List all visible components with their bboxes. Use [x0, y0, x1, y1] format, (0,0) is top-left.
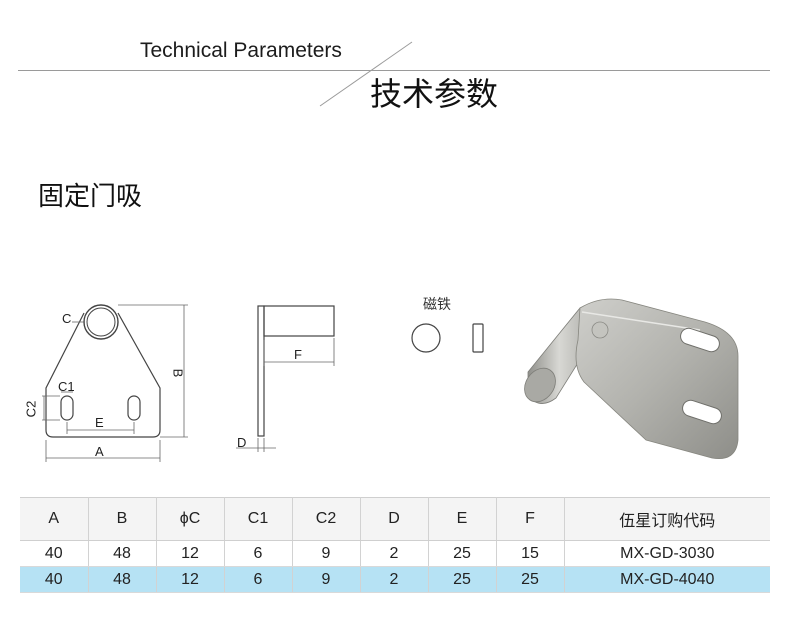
col-header-phi-c: ϕC [155, 497, 225, 541]
table-row-highlighted: 40 48 12 6 9 2 25 25 MX-GD-4040 [20, 566, 770, 593]
table-row: 40 48 12 6 9 2 25 15 MX-GD-3030 [20, 540, 770, 567]
photo-logo-mark [591, 321, 609, 339]
dim-label-e: E [95, 415, 104, 430]
header-title-en: Technical Parameters [140, 39, 342, 62]
magnet-disc [411, 323, 441, 353]
dim-label-d: D [237, 435, 247, 450]
col-header-e: E [427, 497, 497, 541]
table-cell: 6 [223, 540, 293, 567]
table-cell: 9 [291, 540, 361, 567]
table-cell: 25 [427, 540, 497, 567]
col-header-c2: C2 [291, 497, 361, 541]
table-cell-order-code: MX-GD-4040 [563, 566, 770, 593]
table-cell: 2 [359, 540, 429, 567]
table-cell: 2 [359, 566, 429, 593]
photo-slot-upper [680, 327, 720, 353]
spec-table: A B ϕC C1 C2 D E F 伍星订购代码 40 48 12 6 9 2… [20, 497, 770, 593]
dim-label-a: A [95, 444, 104, 459]
magnet-side [472, 323, 484, 353]
col-header-d: D [359, 497, 429, 541]
header-title-cn: 技术参数 [370, 75, 499, 113]
side-view-plate [257, 305, 265, 437]
table-cell: 12 [155, 566, 225, 593]
front-view-slot-left [60, 395, 74, 421]
col-header-f: F [495, 497, 565, 541]
front-view-slot-right [127, 395, 141, 421]
front-view-ring-inner [86, 307, 116, 337]
col-header-c1: C1 [223, 497, 293, 541]
photo-cylinder-end [524, 367, 556, 403]
table-cell-order-code: MX-GD-3030 [563, 540, 770, 567]
dim-label-f: F [294, 347, 302, 362]
table-cell: 40 [20, 540, 89, 567]
spec-table-header-row: A B ϕC C1 C2 D E F 伍星订购代码 [20, 497, 770, 541]
table-cell: 40 [20, 566, 89, 593]
table-cell: 6 [223, 566, 293, 593]
dim-label-c1: C1 [58, 379, 75, 394]
table-cell: 12 [155, 540, 225, 567]
col-header-a: A [20, 497, 89, 541]
side-view-cylinder [263, 305, 335, 337]
magnet-label: 磁铁 [423, 297, 451, 313]
product-title: 固定门吸 [38, 182, 143, 212]
photo-slot-lower [682, 399, 722, 425]
table-cell: 48 [87, 566, 157, 593]
table-cell: 25 [495, 566, 565, 593]
col-header-order-code: 伍星订购代码 [563, 497, 770, 541]
front-view-outline [45, 312, 161, 438]
table-cell: 48 [87, 540, 157, 567]
table-cell: 9 [291, 566, 361, 593]
table-cell: 15 [495, 540, 565, 567]
table-cell: 25 [427, 566, 497, 593]
dim-label-c: C [62, 311, 72, 326]
col-header-b: B [87, 497, 157, 541]
